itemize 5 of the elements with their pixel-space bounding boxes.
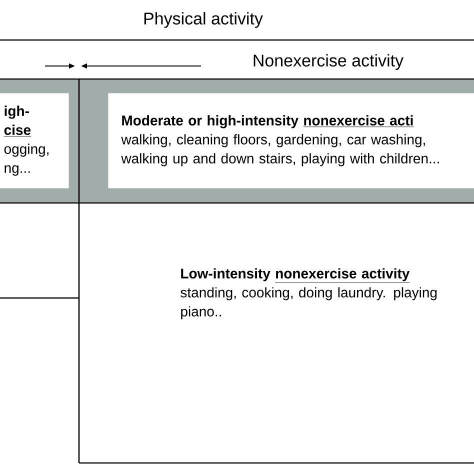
heading: Physical activity [144,12,263,28]
activity-box: Moderate or high-intensity nonexercise acti walking, cleaning floors, gardening, car washing, walking up and down stairs, playing with children... [108,93,474,188]
activity-box: igh- cise ogging, ng... [0,93,69,188]
activity-text: Low-intensity nonexercise activity standing, cooking, doing laundry. playing piano.. [180,268,437,320]
heading: Nonexercise activity [254,54,404,70]
